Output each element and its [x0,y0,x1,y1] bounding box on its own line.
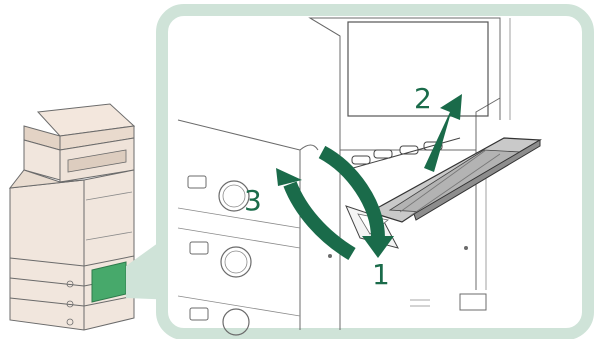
printer-overview [10,104,134,330]
step-label-2: 2 [414,82,432,115]
step-label-1: 1 [372,258,390,291]
step-label-3: 3 [244,184,262,217]
